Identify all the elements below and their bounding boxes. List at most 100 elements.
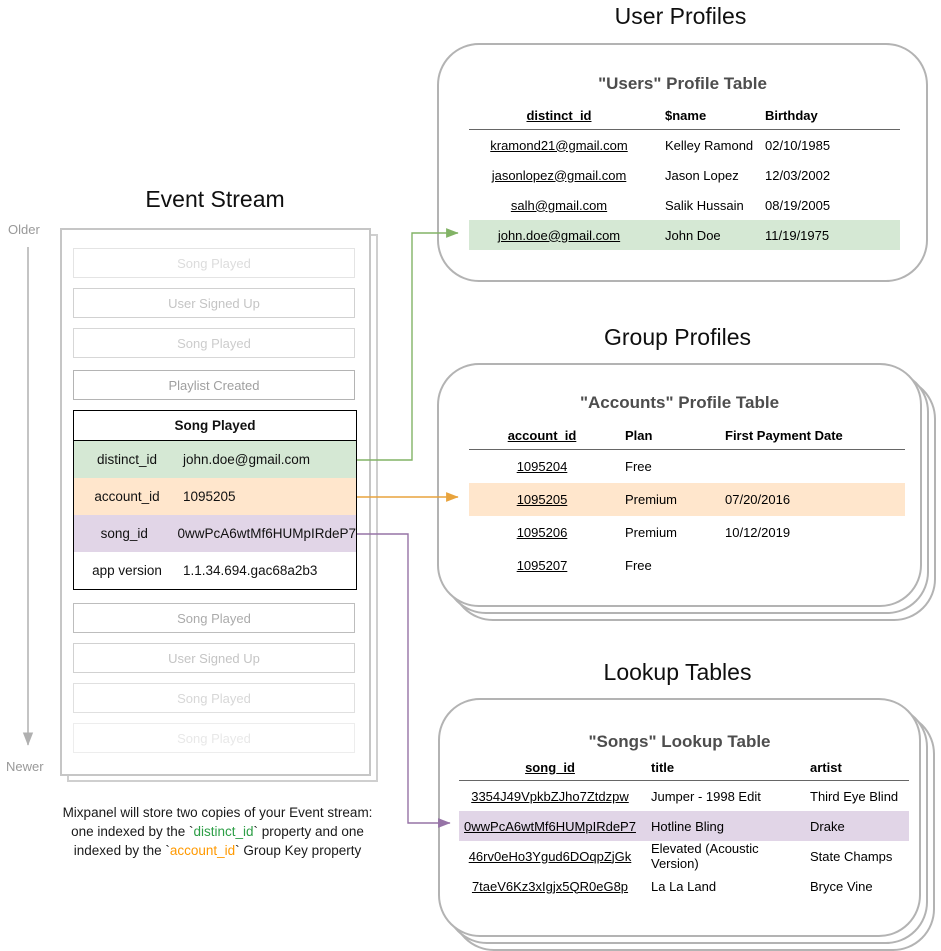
table-row: salh@gmail.com Salik Hussain 08/19/2005 bbox=[469, 190, 900, 220]
older-label: Older bbox=[8, 222, 40, 237]
cell: Premium bbox=[625, 492, 678, 507]
songs-table: song_id title artist 3354J49VpkbZJho7Ztd… bbox=[459, 754, 909, 901]
column-header: $name bbox=[665, 108, 707, 123]
cell: 07/20/2016 bbox=[725, 492, 791, 507]
id-cell: john.doe@gmail.com bbox=[497, 227, 621, 243]
cell: Hotline Bling bbox=[651, 818, 724, 834]
event-stream-title: Event Stream bbox=[145, 186, 285, 212]
users-profile-card: "Users" Profile Table distinct_id $name … bbox=[437, 43, 928, 282]
id-cell: 3354J49VpkbZJho7Ztdzpw bbox=[471, 788, 629, 804]
table-row: jasonlopez@gmail.com Jason Lopez 12/03/2… bbox=[469, 160, 900, 190]
accounts-table-title: "Accounts" Profile Table bbox=[579, 393, 780, 412]
table-row-highlighted: 0wwPcA6wtMf6HUMpIRdeP7 Hotline Bling Dra… bbox=[459, 811, 909, 841]
event-property-row: app version 1.1.34.694.gac68a2b3 bbox=[74, 552, 356, 589]
event-detail-card: Song Played distinct_id john.doe@gmail.c… bbox=[73, 410, 357, 590]
cell: Free bbox=[625, 459, 652, 474]
songs-table-header: song_id title artist bbox=[459, 754, 909, 781]
event-item: Playlist Created bbox=[73, 370, 355, 400]
id-cell: 1095204 bbox=[516, 459, 568, 474]
property-key: distinct_id bbox=[96, 452, 158, 467]
table-row-highlighted: john.doe@gmail.com John Doe 11/19/1975 bbox=[469, 220, 900, 250]
property-key: app version bbox=[92, 563, 162, 578]
property-value: 1.1.34.694.gac68a2b3 bbox=[183, 563, 318, 578]
songs-table-title: "Songs" Lookup Table bbox=[588, 732, 771, 751]
table-row: 1095207 Free bbox=[469, 549, 905, 582]
caption-line-2: one indexed by the `distinct_id` propert… bbox=[71, 824, 364, 839]
accounts-table: account_id Plan First Payment Date 10952… bbox=[469, 422, 905, 582]
column-header: Birthday bbox=[765, 108, 818, 123]
id-cell: 46rv0eHo3Ygud6DOqpZjGk bbox=[468, 848, 632, 864]
event-item: Song Played bbox=[73, 603, 355, 633]
songs-lookup-card: "Songs" Lookup Table song_id title artis… bbox=[438, 698, 921, 937]
cell: 08/19/2005 bbox=[765, 197, 831, 213]
cell: Free bbox=[625, 558, 652, 573]
event-detail-title: Song Played bbox=[74, 411, 356, 441]
table-row: 46rv0eHo3Ygud6DOqpZjGk Elevated (Acousti… bbox=[459, 841, 909, 871]
caption-line-3: indexed by the `account_id` Group Key pr… bbox=[73, 843, 362, 858]
cell: Salik Hussain bbox=[665, 197, 744, 213]
event-item: User Signed Up bbox=[73, 643, 355, 673]
account-id-keyword: account_id bbox=[169, 843, 236, 858]
table-row: 1095206 Premium 10/12/2019 bbox=[469, 516, 905, 549]
column-header: artist bbox=[810, 759, 842, 775]
property-key: account_id bbox=[94, 489, 160, 504]
id-cell: 0wwPcA6wtMf6HUMpIRdeP7 bbox=[464, 818, 636, 834]
accounts-table-header: account_id Plan First Payment Date bbox=[469, 422, 905, 450]
table-row: 1095204 Free bbox=[469, 450, 905, 483]
cell: 02/10/1985 bbox=[765, 137, 831, 153]
cell: Jumper - 1998 Edit bbox=[651, 788, 761, 804]
caption-line-1: Mixpanel will store two copies of your E… bbox=[62, 805, 373, 820]
column-header: account_id bbox=[507, 428, 577, 443]
event-item: User Signed Up bbox=[73, 288, 355, 318]
cell: 10/12/2019 bbox=[725, 525, 791, 540]
lookup-tables-title: Lookup Tables bbox=[603, 659, 752, 685]
property-value: john.doe@gmail.com bbox=[183, 452, 311, 467]
property-value: 1095205 bbox=[183, 489, 236, 504]
id-cell: kramond21@gmail.com bbox=[490, 137, 628, 153]
event-item: Song Played bbox=[73, 248, 355, 278]
column-header: title bbox=[651, 759, 675, 775]
cell: 12/03/2002 bbox=[765, 167, 831, 183]
column-header: First Payment Date bbox=[725, 428, 843, 443]
id-cell: 1095206 bbox=[516, 525, 568, 540]
cell: Jason Lopez bbox=[665, 167, 739, 183]
cell: Third Eye Blind bbox=[810, 788, 899, 804]
id-cell: 7taeV6Kz3xIgjx5QR0eG8p bbox=[471, 878, 629, 894]
property-key: song_id bbox=[100, 526, 148, 541]
cell: Elevated (Acoustic Version) bbox=[651, 841, 759, 871]
cell: Bryce Vine bbox=[810, 878, 873, 894]
cell: Premium bbox=[625, 525, 678, 540]
cell: State Champs bbox=[810, 848, 893, 864]
distinct-id-keyword: distinct_id bbox=[193, 824, 254, 839]
users-table-header: distinct_id $name Birthday bbox=[469, 102, 900, 130]
event-property-row: distinct_id john.doe@gmail.com bbox=[74, 441, 356, 478]
event-property-row: account_id 1095205 bbox=[74, 478, 356, 515]
cell: John Doe bbox=[665, 227, 721, 243]
property-value: 0wwPcA6wtMf6HUMpIRdeP7 bbox=[177, 526, 356, 541]
users-table-title: "Users" Profile Table bbox=[598, 74, 767, 93]
newer-label: Newer bbox=[6, 759, 44, 774]
id-cell: 1095205 bbox=[516, 492, 568, 507]
column-header: distinct_id bbox=[526, 108, 592, 123]
table-row-highlighted: 1095205 Premium 07/20/2016 bbox=[469, 483, 905, 516]
users-table: distinct_id $name Birthday kramond21@gma… bbox=[469, 102, 900, 250]
cell: La La Land bbox=[651, 878, 717, 894]
column-header: song_id bbox=[525, 759, 575, 775]
id-cell: jasonlopez@gmail.com bbox=[491, 167, 627, 183]
footnote-caption: Mixpanel will store two copies of your E… bbox=[20, 803, 415, 860]
group-profiles-title: Group Profiles bbox=[603, 324, 751, 350]
cell: 11/19/1975 bbox=[765, 227, 830, 243]
id-cell: 1095207 bbox=[516, 558, 568, 573]
table-row: 7taeV6Kz3xIgjx5QR0eG8p La La Land Bryce … bbox=[459, 871, 909, 901]
event-property-row: song_id 0wwPcA6wtMf6HUMpIRdeP7 bbox=[74, 515, 356, 552]
id-cell: salh@gmail.com bbox=[510, 197, 608, 213]
user-profiles-title: User Profiles bbox=[614, 3, 747, 29]
event-item: Song Played bbox=[73, 723, 355, 753]
event-item: Song Played bbox=[73, 683, 355, 713]
cell: Kelley Ramond bbox=[665, 137, 754, 153]
table-row: 3354J49VpkbZJho7Ztdzpw Jumper - 1998 Edi… bbox=[459, 781, 909, 811]
cell: Drake bbox=[810, 818, 845, 834]
column-header: Plan bbox=[625, 428, 653, 443]
accounts-profile-card: "Accounts" Profile Table account_id Plan… bbox=[437, 363, 922, 607]
